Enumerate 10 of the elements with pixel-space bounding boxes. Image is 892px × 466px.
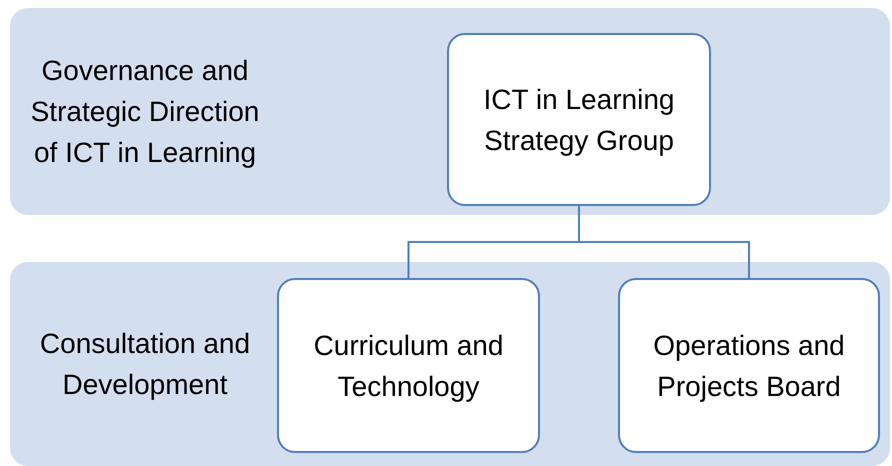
process-box xyxy=(447,33,711,206)
band-heading: Consultation and Development xyxy=(38,327,252,402)
process-box xyxy=(277,278,540,453)
group-band xyxy=(10,8,890,215)
box-label: Curriculum and Technology xyxy=(312,328,504,404)
group-band xyxy=(10,262,890,466)
box-label: Operations and Projects Board xyxy=(652,328,846,404)
process-box xyxy=(618,278,880,453)
box-label: ICT in Learning Strategy Group xyxy=(482,82,676,158)
band-heading: Governance and Strategic Direction of ICT in Learning xyxy=(30,54,260,170)
